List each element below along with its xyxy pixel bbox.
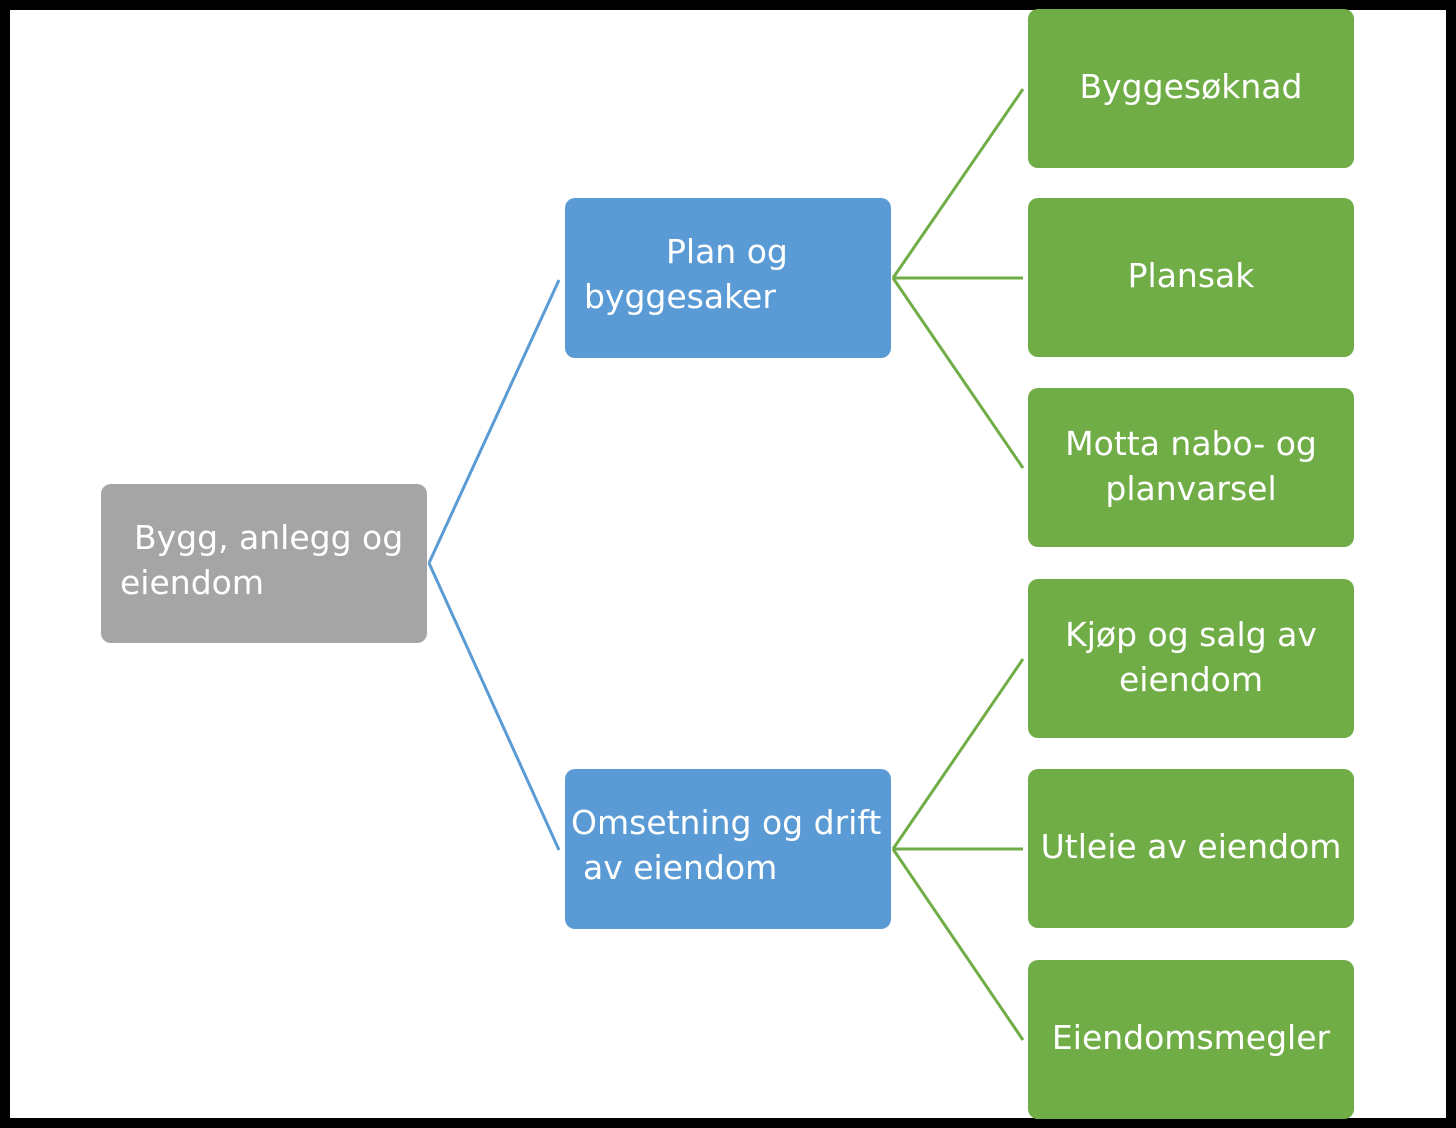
connector-branch-1-to-leaf-3 <box>891 277 1025 469</box>
leaf-2-1-line-2: eiendom <box>1119 659 1263 699</box>
leaf-1-2-line-1: Plansak <box>1127 256 1255 295</box>
connector-branch-1-to-leaf-1 <box>891 88 1025 279</box>
leaf-1-3-line-1: Motta nabo- og <box>1065 423 1317 463</box>
branch-node-plan-og-byggesaker: Plan og byggesaker <box>565 198 891 358</box>
root-node: Bygg, anlegg og eiendom <box>101 484 427 643</box>
connector-branch-2-to-leaf-1 <box>891 658 1025 850</box>
branch-2-line-2: av eiendom <box>583 848 778 887</box>
leaf-node-kjop-og-salg-av-eiendom: Kjøp og salg av eiendom <box>1028 579 1354 738</box>
root-node-line-2: eiendom <box>120 562 264 602</box>
leaf-node-motta-nabo-og-planvarsel: Motta nabo- og planvarsel <box>1028 388 1354 547</box>
leaf-2-2-line-1: Utleie av eiendom <box>1040 827 1342 866</box>
leaf-2-1-line-1: Kjøp og salg av <box>1065 614 1317 654</box>
connector-branch-2-to-leaf-3 <box>891 848 1025 1041</box>
branch-node-omsetning-og-drift: Omsetning og drift av eiendom <box>565 769 891 929</box>
leaf-1-3-line-2: planvarsel <box>1105 468 1277 508</box>
branch-1-line-1: Plan og <box>666 232 788 271</box>
leaf-node-utleie-av-eiendom: Utleie av eiendom <box>1028 769 1354 928</box>
leaf-node-plansak: Plansak <box>1028 198 1354 357</box>
leaf-1-1-line-1: Byggesøknad <box>1079 67 1303 106</box>
branch-2-line-1: Omsetning og drift <box>571 803 882 842</box>
leaf-2-3-line-1: Eiendomsmegler <box>1051 1018 1331 1057</box>
connector-root-to-branch-2 <box>427 562 561 851</box>
leaf-node-byggesoknad: Byggesøknad <box>1028 9 1354 168</box>
branch-1-line-2: byggesaker <box>584 277 776 316</box>
connector-root-to-branch-1 <box>427 279 561 564</box>
leaf-node-eiendomsmegler: Eiendomsmegler <box>1028 960 1354 1119</box>
root-node-line-1: Bygg, anlegg og <box>134 517 404 557</box>
